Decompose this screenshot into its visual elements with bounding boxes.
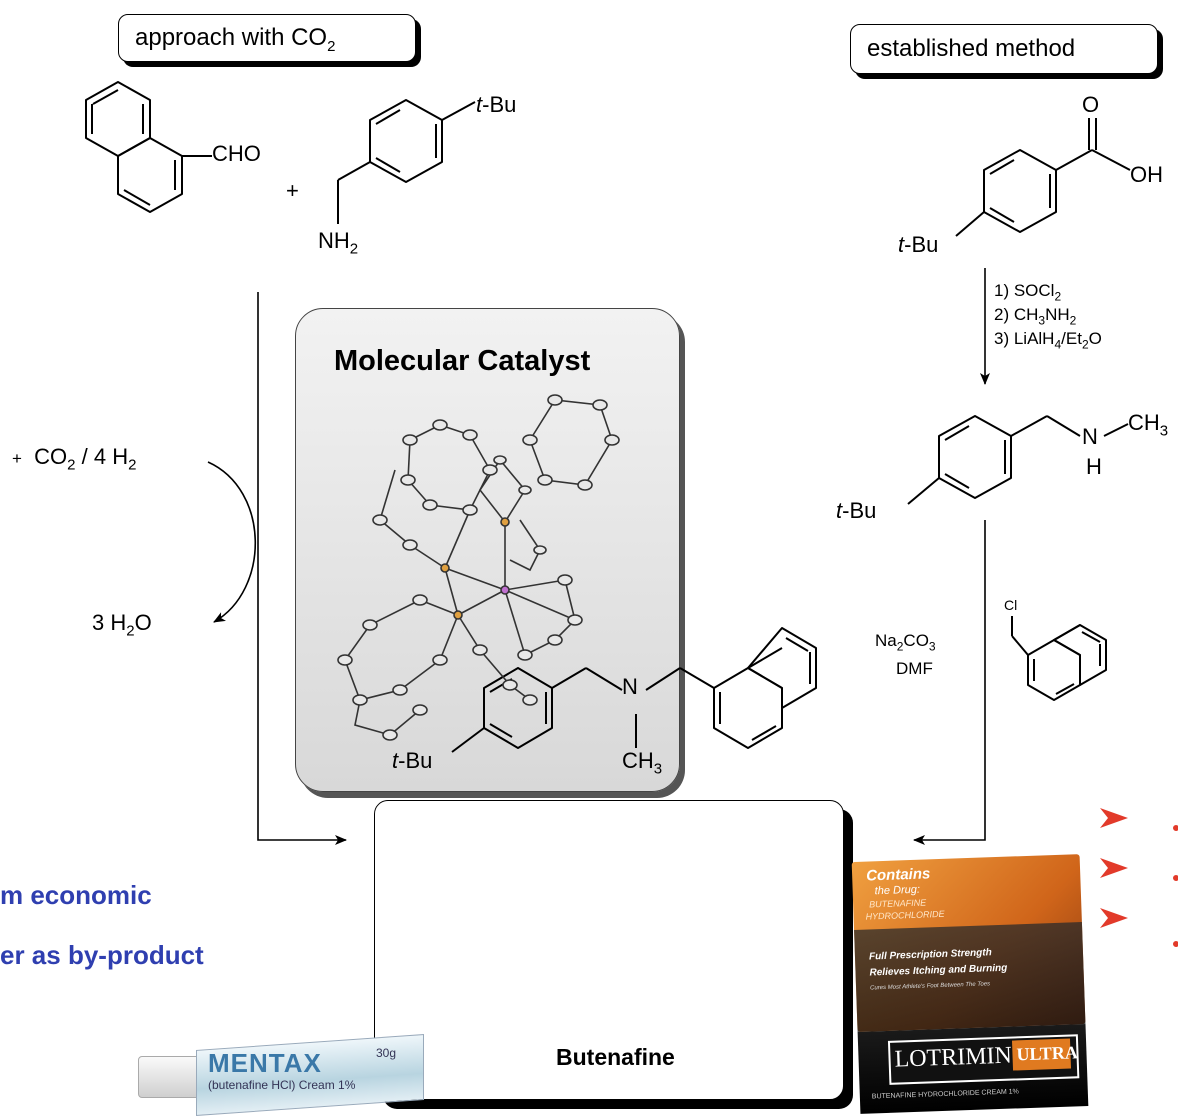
economic-text: m economic [0,880,152,910]
byproduct-text: er as by-product [0,940,204,970]
tbu-label-acid: t-Bu [898,232,939,257]
step1-label: 1) SOCl2 [994,281,1062,304]
nh2-label: NH2 [318,228,359,258]
lotrimin-contains: Contains [865,865,931,885]
cl-label: Cl [1004,597,1018,613]
mentax-subtitle: (butenafine HCl) Cream 1% [208,1078,356,1092]
chloromethyl-naphthalene-structure [1011,616,1107,701]
plus-sign: + [286,178,299,203]
catalyst-panel: Molecular Catalyst [295,308,680,792]
water-byproduct: 3 H2O [92,610,152,640]
catalyst-crystal-structure [337,394,620,741]
step2-label: 2) CH3NH2 [994,305,1077,328]
ch3-label-intermediate: CH3 [1128,410,1169,440]
tbu-benzylamine-structure [337,99,476,224]
lotrimin-the-drug: the Drug: [874,883,921,898]
product-box [374,800,844,1100]
n-label-intermediate: N [1082,424,1098,449]
n-methyl-benzylamine-structure [907,415,1129,505]
h-label-intermediate: H [1086,454,1102,479]
left-route-arrow [257,292,347,845]
arrowhead-bullet-icon [1100,808,1128,928]
mentax-brand: MENTAX [208,1048,322,1078]
step3-label: 3) LiAlH4/Et2O [994,329,1102,352]
dmf-label: DMF [896,659,933,678]
naphthaldehyde-structure [85,81,212,213]
carbonyl-o-label: O [1082,92,1100,117]
established-label-box: established method [850,24,1158,74]
tbu-label-intermediate: t-Bu [836,498,877,523]
mentax-tube-image: MENTAX 30g (butenafine HCl) Cream 1% [138,1034,424,1116]
established-label: established method [867,35,1076,62]
mentax-weight: 30g [376,1046,397,1060]
oh-label: OH [1130,162,1163,187]
established-step2-arrow [913,520,986,845]
lotrimin-brand: LOTRIMIN [894,1042,1013,1073]
lotrimin-ultra: ULTRA [1016,1042,1079,1065]
ch3-label-product: CH3 [622,748,663,778]
lotrimin-drug1: BUTENAFINE [868,897,927,910]
na2co3-label: Na2CO3 [875,631,936,654]
lotrimin-box-image: Contains the Drug: BUTENAFINE HYDROCHLOR… [851,854,1089,1114]
tbu-label-amine: t-Bu [476,92,517,117]
catalyst-title: Molecular Catalyst [334,345,591,377]
tbu-benzoic-acid-structure [955,118,1131,237]
n-label-product: N [622,674,638,699]
tbu-label-product: t-Bu [392,748,433,773]
water-curved-arrow [207,461,257,623]
cho-label: CHO [212,141,261,166]
butenafine-structure [451,627,817,753]
approach-label: approach with CO2 [135,24,336,55]
co2-h2-reagent: + CO2 / 4 H2 [12,444,137,474]
approach-label-box: approach with CO2 [118,14,416,62]
product-name: Butenafine [556,1044,675,1070]
